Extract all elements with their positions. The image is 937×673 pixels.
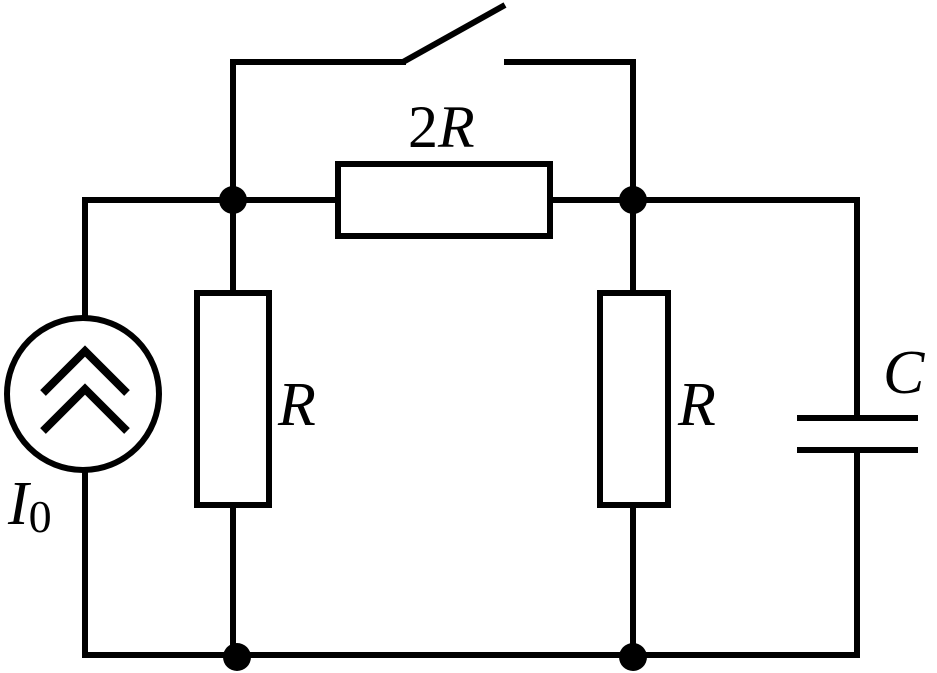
- wire-top-right: [550, 197, 860, 418]
- node-top-left: [219, 186, 247, 214]
- switch-blade: [401, 2, 507, 65]
- resistor-left: [194, 290, 272, 508]
- resistor-right: [597, 290, 671, 508]
- junction-nodes: [219, 186, 647, 671]
- node-bottom-left: [223, 643, 251, 671]
- wire-switch-right: [504, 59, 636, 203]
- label-i0: I0: [7, 470, 52, 542]
- wires: [82, 59, 860, 658]
- capacitor: [797, 415, 918, 453]
- resistor-2r: [335, 161, 553, 239]
- label-r-right: R: [677, 371, 716, 439]
- wire-switch-left: [230, 59, 406, 203]
- label-2r: 2R: [408, 94, 475, 160]
- wire-source-top: [82, 197, 338, 323]
- node-bottom-right: [619, 643, 647, 671]
- label-i0-symbol: I: [7, 470, 32, 538]
- current-source: [4, 315, 162, 473]
- label-capacitor: C: [883, 339, 925, 407]
- label-2r-number: 2: [408, 94, 438, 160]
- wire-cap-bottom: [82, 449, 860, 658]
- label-2r-symbol: R: [437, 94, 475, 160]
- node-top-right: [619, 186, 647, 214]
- label-i0-subscript: 0: [29, 491, 52, 542]
- current-source-arrow-icon: [40, 345, 130, 434]
- label-r-left: R: [277, 371, 316, 439]
